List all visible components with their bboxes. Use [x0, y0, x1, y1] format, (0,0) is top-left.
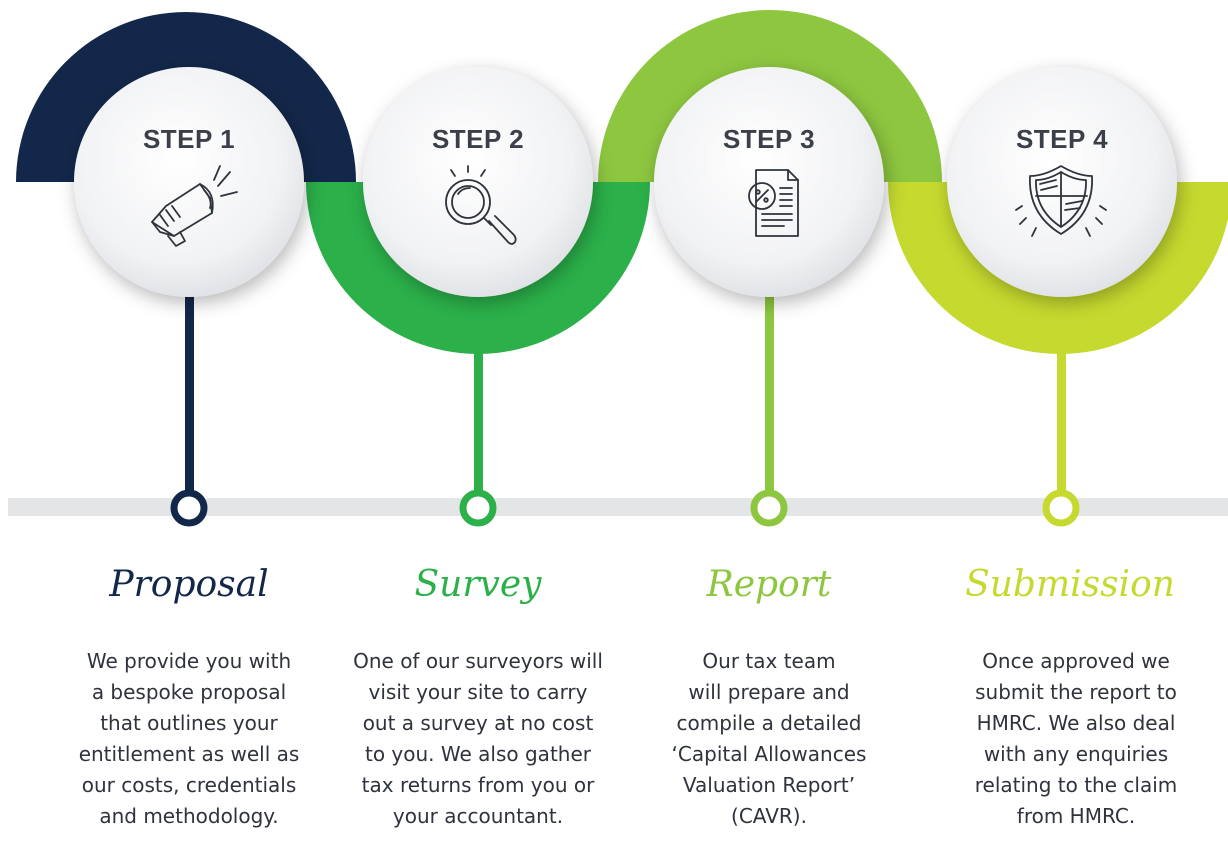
description-line: your accountant.	[392, 804, 564, 828]
magnifier-icon	[445, 165, 517, 245]
description-line: Our tax team	[702, 649, 836, 673]
description-line: entitlement as well as	[78, 742, 300, 766]
description-line: and methodology.	[99, 804, 279, 828]
connector-step-4	[1057, 340, 1066, 498]
description-line: that outlines your	[100, 711, 278, 735]
description-line: Valuation Report’	[682, 773, 856, 797]
description-line: We provide you with	[86, 649, 292, 673]
description-line: to you. We also gather	[365, 742, 591, 766]
step-4-label: STEP 4	[1015, 124, 1109, 154]
description-line: visit your site to carry	[368, 680, 588, 704]
step-3-title: Report	[706, 564, 832, 605]
step-4-circle	[947, 67, 1177, 297]
timeline-bar	[8, 498, 1228, 516]
timeline-dot-2	[459, 489, 497, 527]
connector-step-3	[765, 296, 774, 498]
connector-step-1	[185, 296, 194, 496]
description-line: our costs, credentials	[81, 773, 297, 797]
step-3-circle	[654, 67, 884, 297]
connector-step-2	[474, 340, 483, 498]
timeline-dot-3	[750, 489, 788, 527]
description-line: HMRC. We also deal	[976, 711, 1176, 735]
step-4-title: Submission	[965, 564, 1175, 605]
description-line: One of our surveyors will	[353, 649, 603, 673]
step-3-label: STEP 3	[722, 124, 816, 154]
description-line: with any enquiries	[983, 742, 1169, 766]
description-line: submit the report to	[975, 680, 1177, 704]
step-1-description: We provide you with a bespoke proposal t…	[24, 646, 354, 832]
description-line: Once approved we	[982, 649, 1170, 673]
step-2-description: One of our surveyors will visit your sit…	[313, 646, 643, 832]
description-line: out a survey at no cost	[362, 711, 594, 735]
step-1-label: STEP 1	[142, 124, 236, 154]
megaphone-icon	[151, 165, 238, 247]
description-line: will prepare and	[688, 680, 850, 704]
step-2-label: STEP 2	[431, 124, 525, 154]
step-2-title: Survey	[414, 564, 542, 605]
timeline-dot-1	[170, 489, 208, 527]
step-4-description: Once approved we submit the report to HM…	[926, 646, 1226, 832]
description-line: compile a detailed	[676, 711, 862, 735]
description-line: ‘Capital Allowances	[671, 742, 867, 766]
step-1-title: Proposal	[109, 564, 269, 605]
shield-icon	[1015, 165, 1107, 237]
report-document-icon	[748, 169, 799, 237]
description-line: from HMRC.	[1016, 804, 1136, 828]
timeline-dot-4	[1042, 489, 1080, 527]
description-line: a bespoke proposal	[91, 680, 287, 704]
step-1-circle	[74, 67, 304, 297]
description-line: (CAVR).	[731, 804, 807, 828]
step-3-description: Our tax team will prepare and compile a …	[604, 646, 934, 832]
description-line: tax returns from you or	[361, 773, 595, 797]
description-line: relating to the claim	[974, 773, 1178, 797]
